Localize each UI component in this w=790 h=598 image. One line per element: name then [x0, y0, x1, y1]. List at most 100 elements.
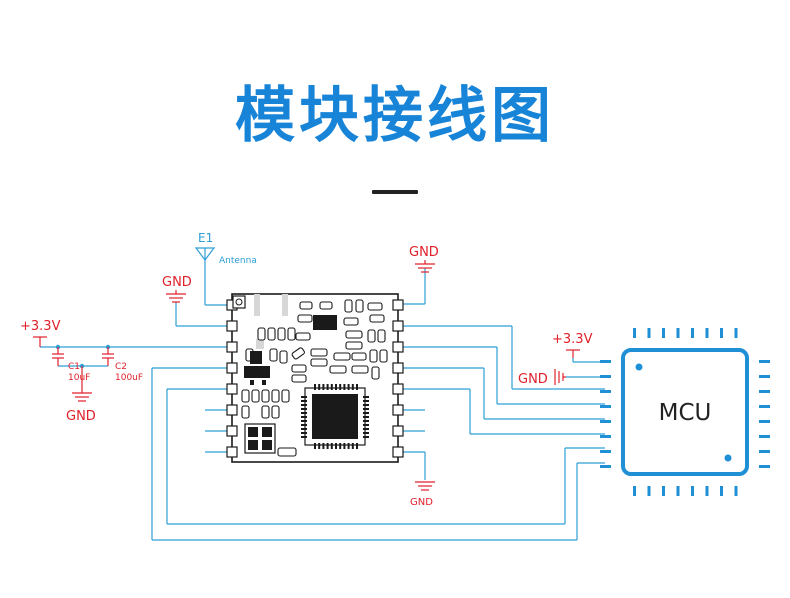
qfn-pin [351, 443, 354, 449]
module-pads [226, 299, 404, 458]
antenna-symbol [194, 247, 216, 261]
mcu-pin [759, 450, 770, 453]
mcu-pin [759, 390, 770, 393]
qfn-pin [318, 384, 321, 390]
mcu-pin [600, 375, 611, 378]
mcu-pin [759, 465, 770, 468]
qfn-pin [363, 396, 369, 398]
title-underline [372, 190, 418, 194]
capacitor-c1 [52, 347, 64, 366]
qfn-pin [301, 436, 307, 438]
gnd-label-caps: GND [66, 409, 96, 424]
qfn-pin [301, 424, 307, 426]
mcu-pin [734, 486, 738, 496]
gnd-symbol-mcu [554, 369, 566, 385]
mcu-chip [600, 328, 770, 496]
qfn-pin [330, 443, 333, 449]
qfn-pin [363, 424, 369, 426]
capacitor-c2 [102, 347, 114, 366]
qfn-pin [301, 420, 307, 422]
mcu-label: MCU [659, 400, 712, 426]
qfn-pin [363, 436, 369, 438]
mcu-pin [691, 486, 694, 496]
qfn-pin [301, 404, 307, 406]
rf-module [226, 293, 404, 463]
gnd-label-top-right: GND [409, 245, 439, 260]
gnd-symbol-top-right [415, 260, 435, 273]
qfn-pin [363, 428, 369, 430]
page-title: 模块接线图 [235, 81, 555, 151]
mcu-pin [647, 486, 651, 496]
mcu-pin [600, 390, 611, 393]
gnd-label-mcu: GND [518, 372, 548, 387]
qfn-pin [335, 384, 337, 390]
power-label-left: +3.3V [20, 319, 61, 334]
gnd-label-bottom: GND [410, 497, 433, 508]
mcu-pin [662, 486, 665, 496]
qfn-pin [322, 443, 325, 449]
qfn-pin [339, 384, 342, 390]
mcu-pin [691, 328, 694, 338]
qfn-pin [343, 384, 346, 390]
qfn-pin [301, 396, 307, 398]
antenna-ref: E1 [198, 231, 213, 245]
antenna-label: Antenna [219, 256, 257, 266]
mcu-pin [633, 486, 636, 496]
qfn-pin [363, 432, 369, 434]
mcu-pin [720, 328, 723, 338]
mcu-pin [676, 328, 680, 338]
mcu-pin [600, 450, 611, 453]
power-symbol-mcu [566, 349, 580, 358]
qfn-pin [347, 384, 350, 390]
main-chip [301, 384, 369, 449]
qfn-pin [330, 384, 333, 390]
qfn-pin [301, 416, 307, 418]
qfn-pin [301, 432, 307, 434]
mcu-pin [676, 486, 680, 496]
mcu-pin [600, 405, 611, 408]
qfn-pin [363, 412, 369, 414]
qfn-pin [335, 443, 337, 449]
qfn-pin [356, 443, 358, 449]
mcu-pin [647, 328, 651, 338]
qfn-pin [363, 404, 369, 406]
qfn-pin [301, 400, 307, 402]
qfn-pin [318, 443, 321, 449]
mcu-pin [600, 420, 611, 423]
mcu-pin [705, 328, 709, 338]
qfn-pin [343, 443, 346, 449]
qfn-pin [363, 408, 369, 410]
capacitor-c2-ref: C2 [115, 362, 127, 372]
capacitor-c1-ref: C1 [68, 362, 80, 372]
gnd-symbol-bottom [415, 481, 435, 491]
qfn-pin [363, 416, 369, 418]
qfn-pin [301, 408, 307, 410]
mcu-pin [600, 360, 611, 363]
gnd-symbol-top-left [166, 290, 186, 303]
mcu-pin [759, 405, 770, 408]
mcu-pin [633, 328, 636, 338]
qfn-pin [326, 443, 329, 449]
mcu-pin [734, 328, 738, 338]
qfn-pin [356, 384, 358, 390]
mcu-pin [600, 435, 611, 438]
power-symbol-left [33, 336, 47, 347]
qfn-pin [301, 412, 307, 414]
mcu-pin [759, 375, 770, 378]
qfn-pin [363, 420, 369, 422]
mcu-pins [600, 328, 770, 496]
qfn-pin [326, 384, 329, 390]
mcu-pin [705, 486, 709, 496]
qfn-pin [301, 428, 307, 430]
qfn-pin [363, 400, 369, 402]
mcu-pin [600, 465, 611, 468]
mcu-pin [720, 486, 723, 496]
qfn-pin [314, 443, 316, 449]
gnd-symbol-caps [72, 366, 92, 402]
mcu-pin [759, 360, 770, 363]
smd-components [241, 299, 388, 457]
gnd-label-top-left: GND [162, 275, 192, 290]
mcu-pin [759, 420, 770, 423]
mcu-pin [759, 435, 770, 438]
